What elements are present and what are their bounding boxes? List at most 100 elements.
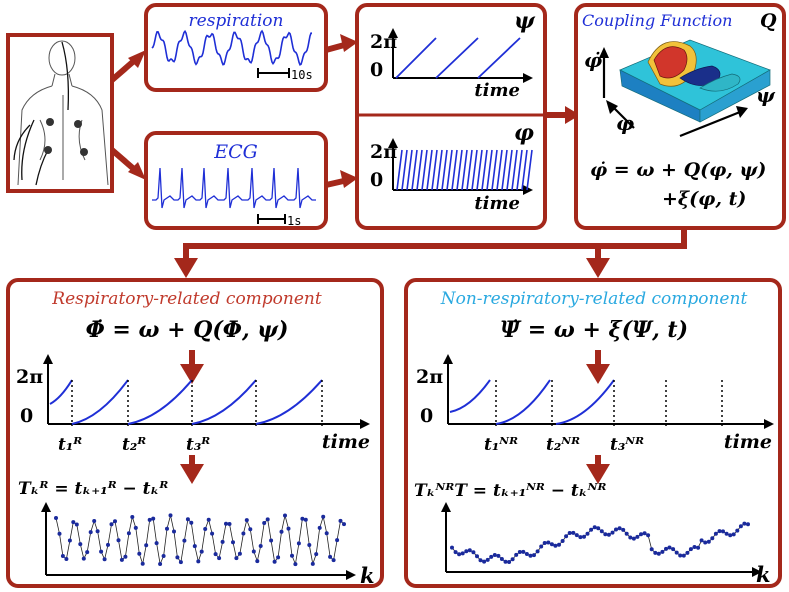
interval-point [596, 526, 601, 531]
interval-point [467, 548, 472, 553]
coupling-surface [619, 39, 771, 123]
interval-point [492, 553, 497, 557]
interval-point [279, 529, 284, 534]
interval-point [119, 557, 124, 562]
interval-point [642, 531, 647, 536]
interval-point [496, 553, 501, 558]
interval-point [517, 550, 522, 554]
torso-sketch [17, 40, 109, 186]
interval-point [290, 553, 294, 558]
nonresp-ytick-0: 0 [420, 405, 433, 427]
interval-point [539, 544, 544, 549]
interval-point [671, 547, 676, 552]
interval-point [731, 532, 736, 537]
coupling-axis-psi [679, 110, 741, 138]
interval-point [503, 559, 508, 564]
interval-point [231, 540, 235, 545]
nonresp-interval-formula: TₖᴺᴿT = tₖ₊₁ᴺᴿ − tₖᴺᴿ [414, 481, 606, 501]
interval-point [71, 520, 76, 525]
axis-head [606, 100, 618, 114]
interval-point [241, 531, 246, 536]
axis-head [388, 28, 398, 38]
interval-point [217, 556, 222, 561]
nonresp-k-label: k [756, 562, 771, 587]
interval-point [258, 544, 263, 548]
interval-point [81, 556, 86, 561]
interval-point [606, 532, 611, 537]
interval-point [688, 547, 693, 552]
interval-point [286, 526, 291, 531]
interval-point [168, 513, 173, 518]
interval-point [251, 549, 256, 554]
interval-point [137, 551, 142, 556]
interval-point [692, 545, 697, 549]
interval-point [116, 538, 121, 543]
resp-down-arrowhead-2 [180, 464, 204, 484]
nonresp-xlabel: time [724, 431, 772, 453]
interval-point [450, 545, 454, 550]
nonresp-down-arrowhead-2 [586, 464, 610, 484]
nonresp-ytick-2pi: 2π [416, 366, 443, 388]
respiratory-panel [6, 278, 384, 588]
ecg-waveform [152, 167, 316, 209]
interval-point [269, 538, 274, 543]
interval-point [485, 557, 490, 562]
interval-point [151, 516, 156, 521]
interval-point [614, 527, 618, 532]
interval-point [234, 556, 239, 561]
arrowhead-2 [128, 162, 146, 180]
interval-point [574, 533, 579, 538]
resp-xlabel: time [322, 431, 370, 453]
arrowhead-right [586, 258, 610, 278]
coupling-equation-line2: +ξ(φ, t) [662, 188, 746, 210]
resp-ytick-0: 0 [20, 405, 33, 427]
interval-point [210, 531, 215, 536]
axis-head [388, 138, 398, 148]
interval-point [140, 561, 145, 566]
interval-point [717, 529, 722, 534]
interval-point [154, 541, 159, 546]
interval-point [528, 553, 533, 558]
interval-point [564, 534, 569, 539]
interval-point [102, 557, 107, 562]
interval-point [721, 529, 725, 534]
interval-point [535, 549, 540, 554]
psi-symbol: ψ [514, 8, 536, 34]
interval-point [213, 552, 218, 557]
phi-ytick-0: 0 [370, 169, 383, 191]
interval-point [192, 544, 197, 549]
axis-head [523, 185, 533, 195]
interval-point [321, 514, 326, 519]
interval-point [710, 536, 715, 541]
axis-head [41, 502, 51, 512]
coupling-axis-phi-label: φ [616, 111, 634, 135]
interval-point [478, 558, 483, 563]
psi-sawtooth [395, 37, 521, 79]
axis-head [443, 354, 453, 364]
resp-t2-label: t₂ᴿ [122, 435, 146, 455]
interval-point [514, 552, 519, 557]
interval-point [699, 538, 704, 543]
interval-point [300, 516, 305, 521]
phi-sawtooth [396, 149, 533, 191]
interval-point [696, 545, 701, 550]
interval-point [67, 538, 72, 543]
interval-point [189, 520, 194, 525]
interval-point [724, 531, 729, 536]
interval-point [713, 531, 718, 536]
interval-point [237, 551, 242, 556]
interval-point [182, 538, 187, 543]
interval-point [206, 517, 211, 522]
electrode-2 [74, 120, 82, 128]
interval-point [628, 535, 633, 540]
interval-point [735, 528, 740, 533]
resp-ytick-2pi: 2π [16, 366, 43, 388]
nonresp-t1-label: t₁ᴺᴿ [484, 435, 518, 455]
interval-point [482, 559, 487, 564]
nonrespiratory-panel [404, 278, 782, 588]
interval-point [678, 553, 683, 558]
resp-t3-label: t₃ᴿ [186, 435, 210, 455]
interval-point [453, 550, 458, 555]
interval-point [610, 530, 615, 535]
